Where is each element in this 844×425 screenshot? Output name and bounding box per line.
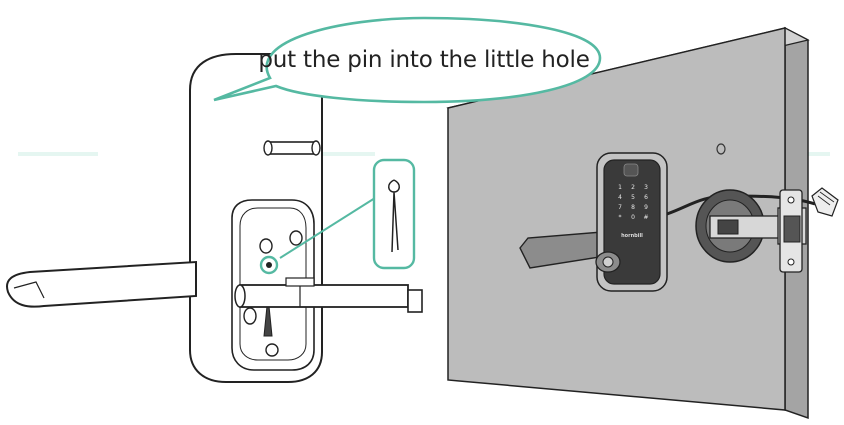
pin-hole — [266, 262, 272, 268]
lever-handle — [7, 262, 196, 307]
keypad-key: 4 — [618, 194, 622, 201]
keypad-key: # — [643, 214, 648, 221]
keypad-key: * — [619, 214, 622, 221]
keypad-key: 9 — [644, 204, 648, 211]
connector — [812, 188, 838, 216]
keypad-key: 3 — [644, 184, 648, 191]
keypad-key: 8 — [631, 204, 635, 211]
keypad-key: 1 — [618, 184, 622, 191]
keypad-key: 6 — [644, 194, 648, 201]
keypad-key: 2 — [631, 184, 635, 191]
door-hole — [717, 144, 725, 154]
callout-text: put the pin into the little hole — [250, 40, 598, 80]
keypad-key: 0 — [631, 214, 635, 221]
lock-back-housing — [190, 54, 322, 382]
pin-inset — [374, 160, 414, 268]
brand-label: hornbill — [621, 233, 643, 239]
keypad-key: 7 — [618, 204, 622, 211]
keypad-key: 5 — [631, 194, 635, 201]
top-bolt — [264, 141, 320, 155]
